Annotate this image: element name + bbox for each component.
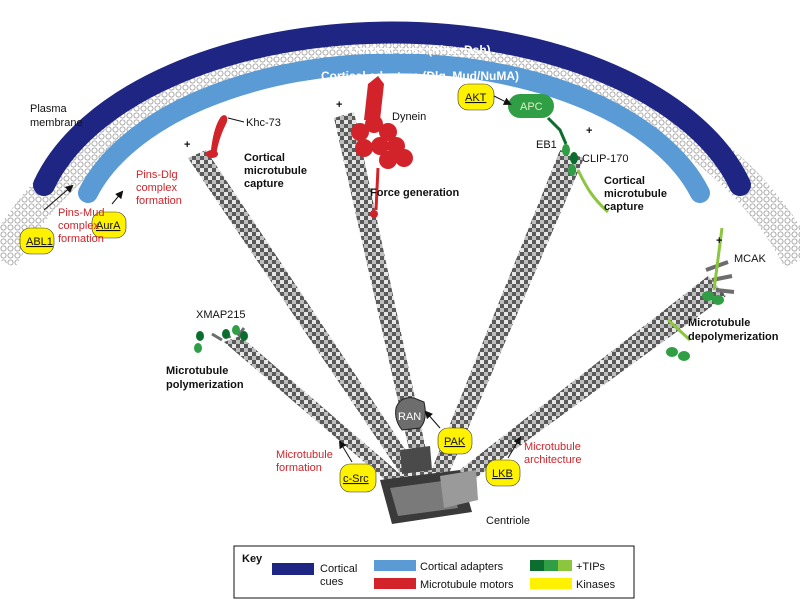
eb1-label: EB1 [536, 139, 557, 151]
pak-label: PAK [444, 436, 466, 448]
force-generation-label: Force generation [370, 187, 460, 199]
cortical-capture-right-line3: capture [604, 201, 644, 213]
csrc-label: c-Src [343, 473, 369, 485]
khc73-label: Khc-73 [246, 117, 281, 129]
key-swatch-tips-dark [530, 560, 544, 571]
plus-end-3: + [586, 125, 592, 137]
cortical-capture-right-line1: Cortical [604, 175, 645, 187]
cortical-adapters-band [78, 53, 710, 203]
legend-key: Key Cortical cues Cortical adapters Micr… [233, 545, 635, 599]
pins-mud-arrow [43, 184, 74, 211]
eb1-clip170-tips [562, 144, 609, 214]
microtubule-3 [430, 150, 584, 480]
xmap215-label: XMAP215 [196, 309, 246, 321]
microtubule-2 [334, 112, 432, 480]
cortical-capture-right-line2: microtubule [604, 188, 667, 200]
dynein-label: Dynein [392, 111, 426, 123]
lkb-arrow [507, 436, 522, 459]
key-kinases-label: Kinases [576, 579, 616, 591]
kinase-akt: AKT [457, 83, 495, 111]
pins-mud-line2: complex [58, 220, 99, 232]
akt-apc-arrow [493, 95, 512, 105]
pins-dlg-line2: complex [136, 182, 177, 194]
khc73-motor [206, 115, 228, 158]
cortical-cues-band [33, 21, 751, 196]
kinase-lkb: LKB [485, 459, 521, 487]
polymerization-line2: polymerization [166, 379, 244, 391]
polymerization-line1: Microtubule [166, 365, 228, 377]
mcak-protein [666, 227, 724, 361]
cortical-capture-left-line2: microtubule [244, 165, 307, 177]
plus-end-4: + [716, 235, 722, 247]
key-motors-label: Microtubule motors [420, 579, 514, 591]
kinase-aura: AurA [91, 211, 127, 239]
kinase-csrc: c-Src [339, 463, 377, 493]
key-swatch-kinases [530, 578, 572, 589]
microtubules [188, 112, 735, 496]
mt-architecture-line2: architecture [524, 454, 581, 466]
cortical-capture-left-line1: Cortical [244, 152, 285, 164]
pins-dlg-arrow [111, 190, 124, 205]
cortical-cues-label: Cortical cues (Pins, Dsh) [349, 43, 490, 57]
microtubule-1 [188, 150, 424, 488]
key-swatch-adapters [374, 560, 416, 571]
apc-protein [508, 94, 568, 145]
plasma-membrane-line1: Plasma [30, 103, 68, 115]
kinase-abl1: ABL1 [19, 227, 55, 255]
aura-label: AurA [96, 220, 121, 232]
cortical-adapters-label: Cortical adapters (Dlg, Mud/NuMA) [321, 69, 519, 83]
mcak-label: MCAK [734, 253, 766, 265]
cortical-capture-left-line3: capture [244, 178, 284, 190]
key-tips-label: +TIPs [576, 561, 606, 573]
depolymerization-line2: depolymerization [688, 331, 779, 343]
plus-end-2: + [336, 99, 342, 111]
depolymerization-line1: Microtubule [688, 317, 750, 329]
key-swatch-tips-light [558, 560, 572, 571]
key-cues-line2: cues [320, 576, 344, 588]
microtubule-5 [224, 336, 414, 496]
pins-dlg-line3: formation [136, 195, 182, 207]
abl1-label: ABL1 [26, 236, 53, 248]
key-swatch-cues [272, 563, 314, 575]
microtubule-4 [452, 276, 726, 488]
csrc-arrow [338, 440, 353, 463]
dynein-motor [351, 76, 413, 218]
mt-architecture-line1: Microtubule [524, 441, 581, 453]
key-adapters-label: Cortical adapters [420, 561, 504, 573]
ran-label: RAN [398, 411, 421, 423]
centriole-label: Centriole [486, 515, 530, 527]
clip170-label: CLIP-170 [582, 153, 628, 165]
plasma-membrane-line2: membrane [30, 117, 83, 129]
key-swatch-motors [374, 578, 416, 589]
mt-formation-line2: formation [276, 462, 322, 474]
centriole [380, 446, 478, 524]
khc73-pointer [227, 117, 245, 123]
key-cues-line1: Cortical [320, 563, 357, 575]
lkb-label: LKB [492, 468, 513, 480]
key-swatch-tips-mid [544, 560, 558, 571]
key-title: Key [242, 553, 263, 565]
mt-formation-line1: Microtubule [276, 449, 333, 461]
plus-end-1: + [184, 139, 190, 151]
apc-label: APC [520, 101, 543, 113]
akt-label: AKT [465, 92, 487, 104]
pins-dlg-line1: Pins-Dlg [136, 169, 178, 181]
pins-mud-line3: formation [58, 233, 104, 245]
xmap215-protein [194, 325, 248, 353]
kinase-pak: PAK [437, 427, 473, 455]
pins-mud-line1: Pins-Mud [58, 207, 104, 219]
pak-ran-arrow [424, 410, 441, 429]
